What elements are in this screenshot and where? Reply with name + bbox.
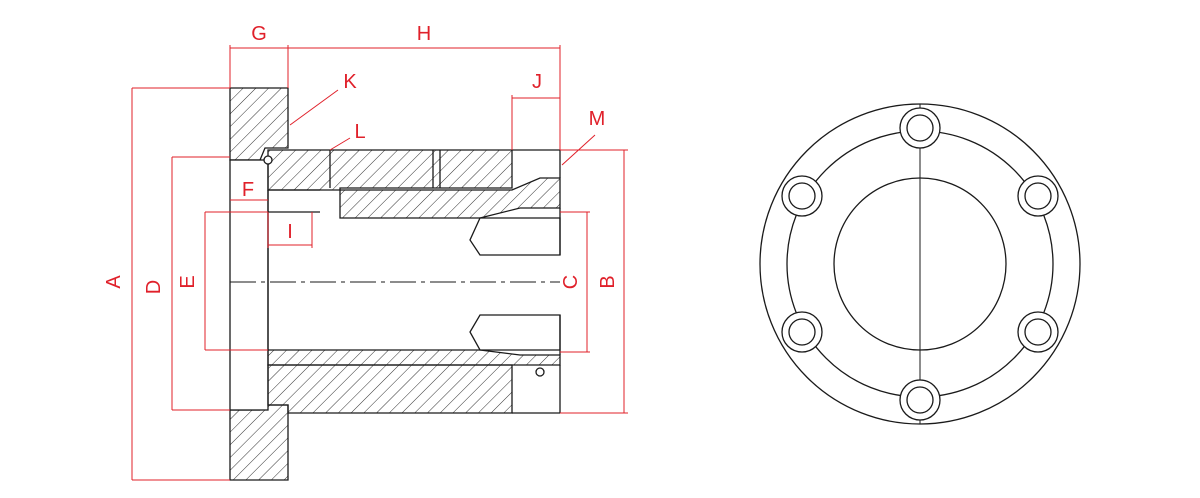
- collet-lower-taper: [469, 314, 561, 351]
- label-f: F: [242, 179, 254, 201]
- label-c: C: [560, 275, 582, 289]
- label-k: K: [343, 71, 357, 93]
- label-g: G: [251, 23, 267, 45]
- collet-lower-section: [267, 349, 561, 366]
- bolt-hole: [781, 311, 823, 353]
- label-b: B: [597, 275, 619, 288]
- bolt-hole: [899, 107, 941, 149]
- flange-lower-section: [229, 404, 289, 481]
- collet-upper-taper: [469, 217, 561, 256]
- label-j: J: [532, 71, 542, 93]
- flange-upper-section: [229, 87, 289, 161]
- label-d: D: [143, 280, 165, 294]
- bolt-hole: [1017, 175, 1059, 217]
- bolt-holes: [781, 107, 1059, 421]
- flange-web: [229, 159, 269, 411]
- dimension-labels: A D E F G H I J K L M C B: [103, 23, 619, 294]
- body-lower-section: [267, 364, 513, 414]
- dimension-lines: [131, 45, 628, 481]
- label-e: E: [177, 275, 199, 288]
- label-m: M: [589, 108, 606, 130]
- label-h: H: [417, 23, 431, 45]
- label-i: I: [287, 221, 293, 243]
- bolt-hole: [1017, 311, 1059, 353]
- bolt-hole: [899, 379, 941, 421]
- section-view: [229, 87, 561, 481]
- label-a: A: [103, 275, 125, 289]
- label-l: L: [354, 121, 365, 143]
- bolt-hole: [781, 175, 823, 217]
- body-upper-section: [267, 149, 513, 191]
- end-view: [759, 103, 1081, 425]
